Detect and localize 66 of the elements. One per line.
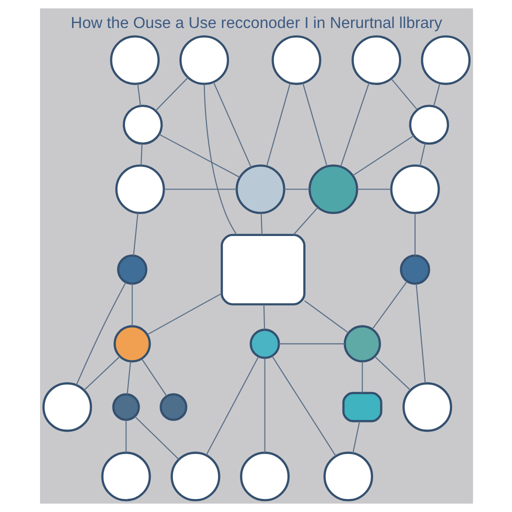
connector [415,284,426,384]
connector [134,416,179,460]
connector [352,135,414,176]
connector [414,213,416,256]
diagram-title: How the Ouse a Use recconoder I in Nerurtnal llbrary [70,14,442,32]
connector [304,300,348,334]
connector [205,356,259,456]
node-circle [42,382,92,432]
node-circle [114,164,164,214]
connector [262,304,265,330]
node-circle [100,452,150,502]
node-circle [308,164,358,214]
node-box [220,234,305,306]
node-circle [390,164,440,214]
connector [284,188,310,190]
connector [266,83,290,166]
node-circle [271,35,321,85]
node-circle [420,35,470,85]
connector [432,83,440,106]
connector [371,281,407,330]
node-circle [116,254,147,285]
node-circle [408,104,449,145]
connector [292,207,318,236]
node-circle [113,325,150,362]
node-circle [343,325,380,362]
node-circle [240,452,290,502]
connector [75,282,126,386]
connector [271,356,336,456]
connector [132,212,138,256]
connector [126,361,131,394]
connector [390,78,417,110]
connector [374,356,410,391]
node-circle [235,164,285,214]
node-circle [178,35,229,85]
node-circle [402,382,452,432]
connector [140,144,142,166]
node-circle [159,393,187,421]
node-circle [110,35,160,85]
connector [83,356,120,391]
connector [340,82,369,166]
connector [419,143,426,166]
node-circle [122,104,162,145]
connector [361,362,362,393]
connector [136,84,141,106]
connector [356,188,391,190]
connector [260,213,262,235]
connector [154,77,188,111]
connector [158,134,240,178]
connector [203,84,236,235]
node-circle [399,254,430,285]
connector [352,421,360,454]
node-box [342,392,382,422]
connector [140,358,167,396]
connector [125,420,126,453]
connector [163,188,236,190]
connector [302,83,327,166]
connector [131,284,132,326]
node-circle [249,328,280,359]
node-circle [112,393,140,421]
connector [264,358,265,453]
node-circle [322,452,373,502]
connector [146,292,222,335]
connector [278,343,344,344]
node-circle [351,35,401,85]
node-circle [170,452,220,502]
connector [212,82,252,168]
